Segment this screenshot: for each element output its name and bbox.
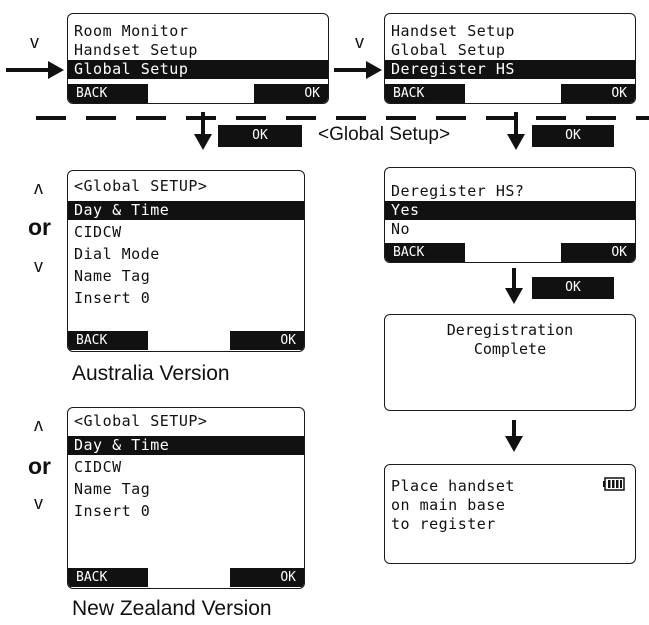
back-softkey: BACK: [385, 84, 465, 103]
message-line-2: Complete: [473, 340, 547, 358]
down-key-mark-au: v: [34, 256, 43, 276]
or-label-au: or: [28, 214, 51, 240]
ok-softkey: OK: [230, 331, 304, 350]
ok-key-right: OK: [532, 125, 614, 147]
softkey-bar: BACK OK: [385, 84, 635, 103]
screen-deregister-confirm: Deregister HS? Yes No BACK OK: [384, 167, 636, 263]
menu-item-global-setup: Global Setup: [391, 41, 506, 59]
arrow-down-right: [507, 112, 525, 150]
menu-item-global-setup-selected: Global Setup: [68, 60, 328, 79]
screen-deregistration-complete: Deregistration Complete: [384, 314, 636, 411]
ok-softkey: OK: [561, 243, 635, 262]
or-label-nz: or: [28, 453, 51, 479]
message-line-1: Place handset: [391, 477, 515, 495]
message-line-1: Deregistration: [446, 321, 574, 339]
down-key-mark-1: v: [30, 32, 39, 52]
screen-submenu: Handset Setup Global Setup Deregister HS…: [384, 13, 636, 104]
battery-icon: [603, 477, 625, 491]
softkey-bar: BACK OK: [68, 331, 304, 351]
arrow-down-left: [194, 112, 212, 150]
down-key-mark-nz: v: [34, 493, 43, 513]
menu-item-name-tag: Name Tag: [74, 480, 151, 498]
caption-new-zealand-version: New Zealand Version: [72, 597, 272, 620]
menu-item-day-time-selected: Day & Time: [68, 201, 304, 220]
menu-item-room-monitor: Room Monitor: [74, 22, 189, 40]
arrow-screen1-to-screen2: [334, 61, 382, 79]
menu-item-cidcw: CIDCW: [74, 458, 122, 476]
back-softkey: BACK: [385, 243, 465, 262]
menu-item-name-tag: Name Tag: [74, 267, 151, 285]
screen-place-handset: Place handset on main base to register: [384, 464, 636, 564]
ok-key-lower: OK: [532, 277, 614, 299]
ok-softkey: OK: [230, 568, 304, 587]
menu-item-day-time-selected: Day & Time: [68, 436, 304, 455]
back-softkey: BACK: [68, 84, 148, 103]
ok-softkey: OK: [561, 84, 635, 103]
arrow-down-dereg: [505, 268, 523, 304]
up-key-mark-nz: ʌ: [34, 415, 43, 435]
menu-item-insert-0: Insert 0: [74, 289, 151, 307]
softkey-bar: BACK OK: [385, 243, 635, 262]
arrow-into-screen1: [6, 61, 64, 79]
message-line-2: on main base: [391, 496, 506, 514]
message-line-3: to register: [391, 515, 496, 533]
menu-item-cidcw: CIDCW: [74, 223, 122, 241]
ok-softkey: OK: [254, 84, 328, 103]
option-no: No: [391, 220, 411, 238]
caption-australia-version: Australia Version: [72, 362, 230, 385]
up-key-mark-au: ʌ: [34, 178, 43, 198]
screen-heading: <Global SETUP>: [74, 412, 208, 430]
screen-main-menu: Room Monitor Handset Setup Global Setup …: [67, 13, 329, 104]
softkey-bar: BACK OK: [68, 84, 328, 103]
prompt-deregister-hs: Deregister HS?: [391, 182, 525, 200]
softkey-bar: BACK OK: [68, 568, 304, 588]
section-label-global-setup: <Global Setup>: [318, 124, 451, 145]
menu-item-insert-0: Insert 0: [74, 502, 151, 520]
menu-item-handset-setup: Handset Setup: [391, 22, 515, 40]
ok-key-left: OK: [218, 125, 302, 147]
screen-heading: <Global SETUP>: [74, 177, 208, 195]
screen-global-setup-australia: <Global SETUP> Day & Time CIDCW Dial Mod…: [67, 170, 305, 352]
option-yes-selected: Yes: [385, 201, 635, 220]
menu-item-deregister-hs-selected: Deregister HS: [385, 60, 635, 79]
back-softkey: BACK: [68, 568, 148, 587]
menu-item-handset-setup: Handset Setup: [74, 41, 198, 59]
down-key-mark-2: v: [355, 32, 364, 52]
screen-global-setup-new-zealand: <Global SETUP> Day & Time CIDCW Name Tag…: [67, 407, 305, 589]
menu-item-dial-mode: Dial Mode: [74, 245, 160, 263]
arrow-down-complete: [505, 420, 523, 452]
back-softkey: BACK: [68, 331, 148, 350]
